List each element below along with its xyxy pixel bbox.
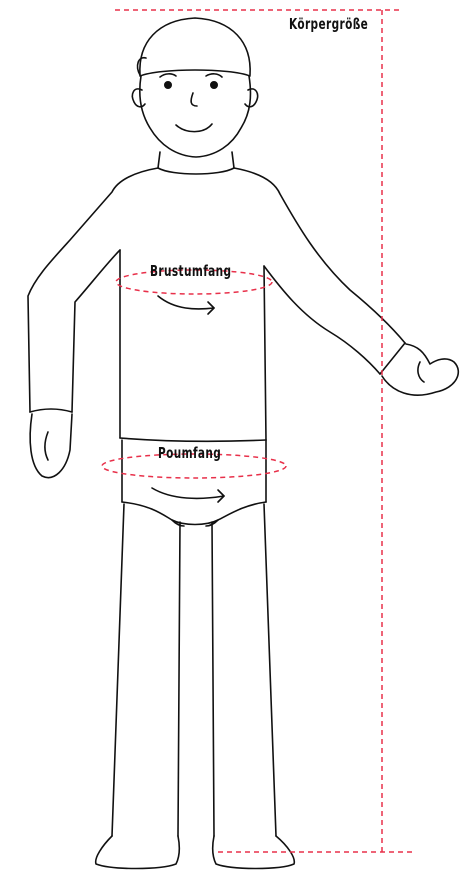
child-shirt — [28, 168, 405, 441]
child-neck — [158, 152, 234, 174]
child-right-hand — [382, 344, 458, 395]
hip-arrow-icon — [152, 488, 224, 502]
right-eye-icon — [211, 82, 217, 88]
chest-arrow-icon — [158, 296, 214, 314]
height-label: Körpergröße — [289, 15, 368, 33]
chest-label: Brustumfang — [150, 262, 231, 280]
measurement-guides — [102, 10, 412, 852]
child-head — [132, 18, 257, 157]
child-left-hand — [30, 414, 72, 478]
hip-label: Poumfang — [158, 444, 221, 462]
child-legs — [96, 504, 295, 869]
left-eye-icon — [165, 82, 171, 88]
